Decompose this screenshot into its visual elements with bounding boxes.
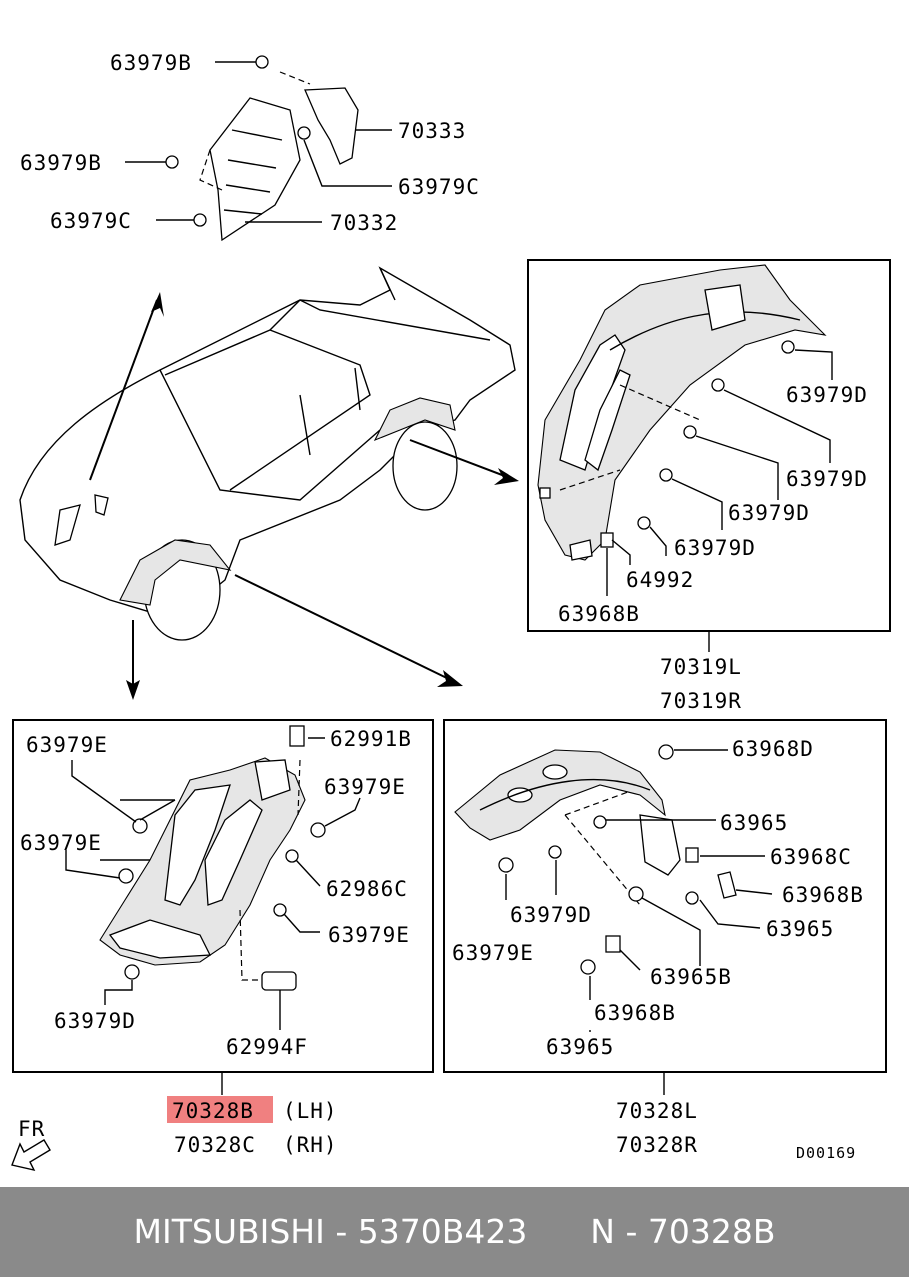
- mudguard-box: [443, 719, 887, 1073]
- label-64992: 64992: [626, 568, 694, 592]
- screw-icon: [593, 815, 607, 829]
- label-63965B: 63965B: [650, 965, 732, 989]
- label-70328C: 70328C: [174, 1133, 256, 1157]
- clip-icon: [781, 340, 795, 354]
- label-63968C: 63968C: [770, 845, 852, 869]
- label-63979E-1: 63979E: [26, 733, 108, 757]
- clip-icon: [498, 857, 514, 873]
- label-70328L: 70328L: [616, 1099, 698, 1123]
- nut-icon: [600, 532, 614, 548]
- screw-icon: [628, 886, 644, 902]
- label-RH: (RH): [283, 1133, 338, 1157]
- clip-icon: [118, 868, 134, 884]
- label-70328B: 70328B: [172, 1099, 254, 1123]
- clip-icon: [193, 213, 207, 227]
- label-63979B-top: 63979B: [110, 51, 192, 75]
- screw-icon: [685, 891, 699, 905]
- clip-icon: [273, 903, 287, 917]
- front-liner-part: [99, 757, 306, 981]
- clip-icon: [297, 126, 311, 140]
- label-63979D-front: 63979D: [54, 1009, 136, 1033]
- label-63968B-1: 63968B: [782, 883, 864, 907]
- label-63979D-1: 63979D: [786, 383, 868, 407]
- screw-icon: [637, 516, 651, 530]
- nut-icon: [717, 871, 737, 899]
- label-70319L: 70319L: [660, 655, 742, 679]
- splash-shield-group: [125, 55, 392, 242]
- label-63979E-4: 63979E: [328, 923, 410, 947]
- footer-part-number: MITSUBISHI - 5370B423 N - 70328B: [133, 1212, 776, 1251]
- label-62991B: 62991B: [330, 727, 412, 751]
- bolt-icon: [285, 849, 299, 863]
- footer-bar: MITSUBISHI - 5370B423 N - 70328B: [0, 1187, 909, 1277]
- label-63979B-mid: 63979B: [20, 151, 102, 175]
- label-LH: (LH): [283, 1099, 338, 1123]
- label-63979C-right: 63979C: [398, 175, 480, 199]
- clip-icon: [124, 964, 140, 980]
- splash-shield-70332: [209, 97, 301, 242]
- front-liner-box: [12, 719, 434, 1073]
- truck-illustration: [19, 266, 516, 641]
- label-63979E-2: 63979E: [324, 775, 406, 799]
- front-liner-location: [119, 539, 232, 606]
- bolt-icon: [261, 971, 297, 991]
- clip-icon: [659, 468, 673, 482]
- label-63965-1: 63965: [720, 811, 788, 835]
- rear-liner-location: [373, 397, 456, 442]
- clip-icon: [132, 818, 148, 834]
- label-70333: 70333: [398, 119, 466, 143]
- label-70328R: 70328R: [616, 1133, 698, 1157]
- rear-liner-part: [537, 264, 827, 561]
- label-63968B-2: 63968B: [594, 1001, 676, 1025]
- label-63968D: 63968D: [732, 737, 814, 761]
- label-63979E-3: 63979E: [20, 831, 102, 855]
- fr-arrow-icon: [11, 1139, 51, 1172]
- label-63979D-4: 63979D: [674, 536, 756, 560]
- screw-icon: [580, 959, 596, 975]
- splash-shield-70333: [304, 87, 359, 165]
- mudguard-part: [454, 749, 681, 906]
- label-62994F: 62994F: [226, 1035, 308, 1059]
- label-63965-2: 63965: [766, 917, 834, 941]
- rear-liner-fasteners: [600, 340, 833, 652]
- label-63979D-2: 63979D: [786, 467, 868, 491]
- label-70319R: 70319R: [660, 689, 742, 713]
- label-FR: FR: [18, 1117, 45, 1141]
- mudguard-fasteners: [498, 744, 773, 1095]
- label-70332: 70332: [330, 211, 398, 235]
- label-63965-3: 63965: [546, 1035, 614, 1059]
- label-63968B-rear: 63968B: [558, 602, 640, 626]
- label-62986C: 62986C: [326, 877, 408, 901]
- label-63979D-3: 63979D: [728, 501, 810, 525]
- nut-icon: [658, 744, 674, 760]
- clip-icon: [310, 822, 326, 838]
- clip-icon: [165, 155, 179, 169]
- pointer-arrows: [89, 292, 519, 700]
- clip-icon: [711, 378, 725, 392]
- label-63979D-mudguard: 63979D: [510, 903, 592, 927]
- screw-icon: [289, 725, 305, 747]
- clip-icon: [548, 845, 562, 859]
- label-drawing-ref: D00169: [796, 1144, 856, 1162]
- parts-diagram: 63979B 70333 63979B 63979C 63979C 70332: [11, 51, 891, 1172]
- label-63979C-left: 63979C: [50, 209, 132, 233]
- nut-icon: [685, 847, 699, 863]
- label-63979E-mudguard: 63979E: [452, 941, 534, 965]
- highlight-70328B: [167, 1096, 273, 1123]
- clip-icon: [683, 425, 697, 439]
- front-liner-fasteners: [65, 725, 361, 1095]
- nut-icon: [605, 935, 621, 953]
- clip-icon: [255, 55, 269, 69]
